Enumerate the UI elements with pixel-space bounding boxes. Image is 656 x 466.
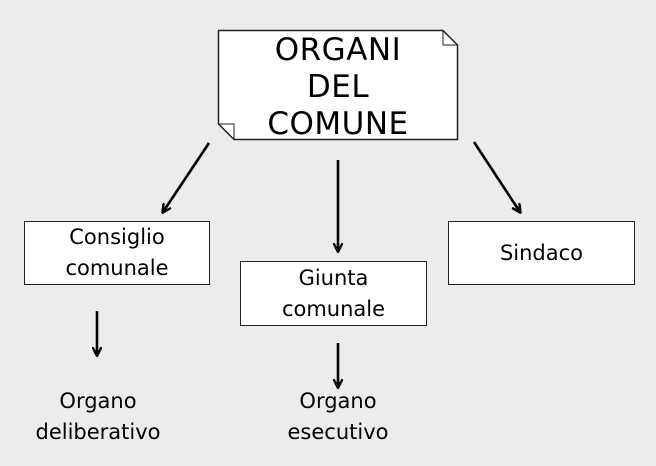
root-label-line: ORGANI bbox=[274, 31, 402, 68]
node-giunta-comunale: Giunta comunale bbox=[240, 261, 427, 326]
arrow-to-consiglio bbox=[163, 142, 211, 212]
role-label-line: esecutivo bbox=[287, 420, 389, 444]
role-label-line: Organo bbox=[59, 389, 137, 413]
node-label-line: comunale bbox=[65, 256, 169, 280]
root-label-line: COMUNE bbox=[267, 105, 409, 142]
role-organo-deliberativo: Organo deliberativo bbox=[18, 386, 178, 448]
node-label-line: comunale bbox=[281, 296, 386, 321]
node-label-line: Consiglio bbox=[69, 225, 165, 249]
role-label-line: Organo bbox=[299, 389, 377, 413]
node-label-line: Giunta bbox=[298, 265, 369, 290]
root-node-organi-del-comune: ORGANI DEL COMUNE bbox=[217, 29, 459, 142]
root-node-shape bbox=[217, 29, 459, 141]
node-consiglio-comunale: Consiglio comunale bbox=[24, 221, 210, 285]
role-label-line: deliberativo bbox=[35, 420, 161, 444]
root-label-line: DEL bbox=[306, 68, 370, 105]
node-sindaco: Sindaco bbox=[448, 221, 635, 285]
arrow-to-sindaco bbox=[472, 141, 520, 212]
root-node-label: ORGANI DEL COMUNE bbox=[217, 31, 459, 142]
node-label-line: Sindaco bbox=[499, 240, 584, 265]
role-organo-esecutivo: Organo esecutivo bbox=[258, 386, 418, 448]
